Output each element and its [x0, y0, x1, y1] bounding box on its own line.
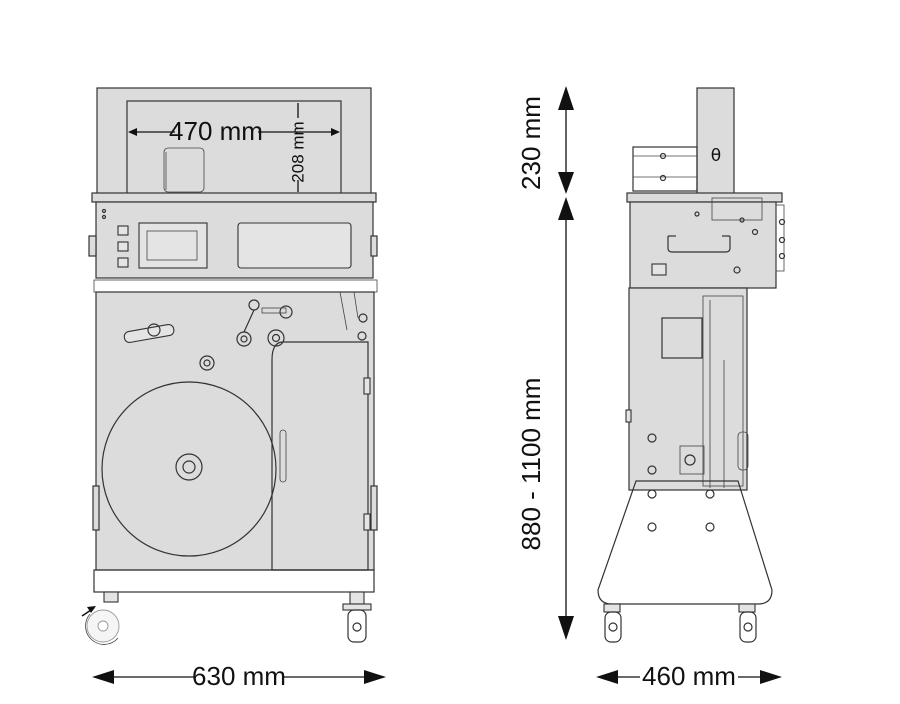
arch-frame: [96, 87, 372, 197]
dimension-side-depth: 460 mm: [596, 661, 782, 691]
touch-screen: [138, 222, 208, 269]
opening-height-label: 208 mm: [288, 121, 307, 182]
dimension-front-width: 630 mm: [92, 661, 386, 691]
table-height-label: 880 - 1100 mm: [516, 378, 546, 551]
dimension-opening-width: 470 mm: [128, 116, 340, 146]
side-depth-label: 460 mm: [642, 661, 736, 691]
tension-lever: [123, 323, 175, 344]
guide-rollers: [236, 299, 368, 347]
opening-width-label: 470 mm: [169, 116, 263, 146]
front-view: 470 mm 208 mm: [81, 87, 386, 691]
height-dimensions: 230 mm 880 - 1100 mm: [516, 86, 574, 640]
side-symbol: θ: [711, 146, 721, 166]
front-width-label: 630 mm: [192, 661, 286, 691]
dimension-opening-height: 208 mm: [288, 103, 307, 192]
display-window: [237, 222, 352, 269]
front-base: [81, 569, 375, 645]
arch-height-label: 230 mm: [516, 96, 546, 190]
side-view: θ: [596, 87, 786, 691]
strap-coil: [101, 381, 277, 557]
control-head: [88, 201, 378, 293]
table-top: [91, 192, 377, 203]
